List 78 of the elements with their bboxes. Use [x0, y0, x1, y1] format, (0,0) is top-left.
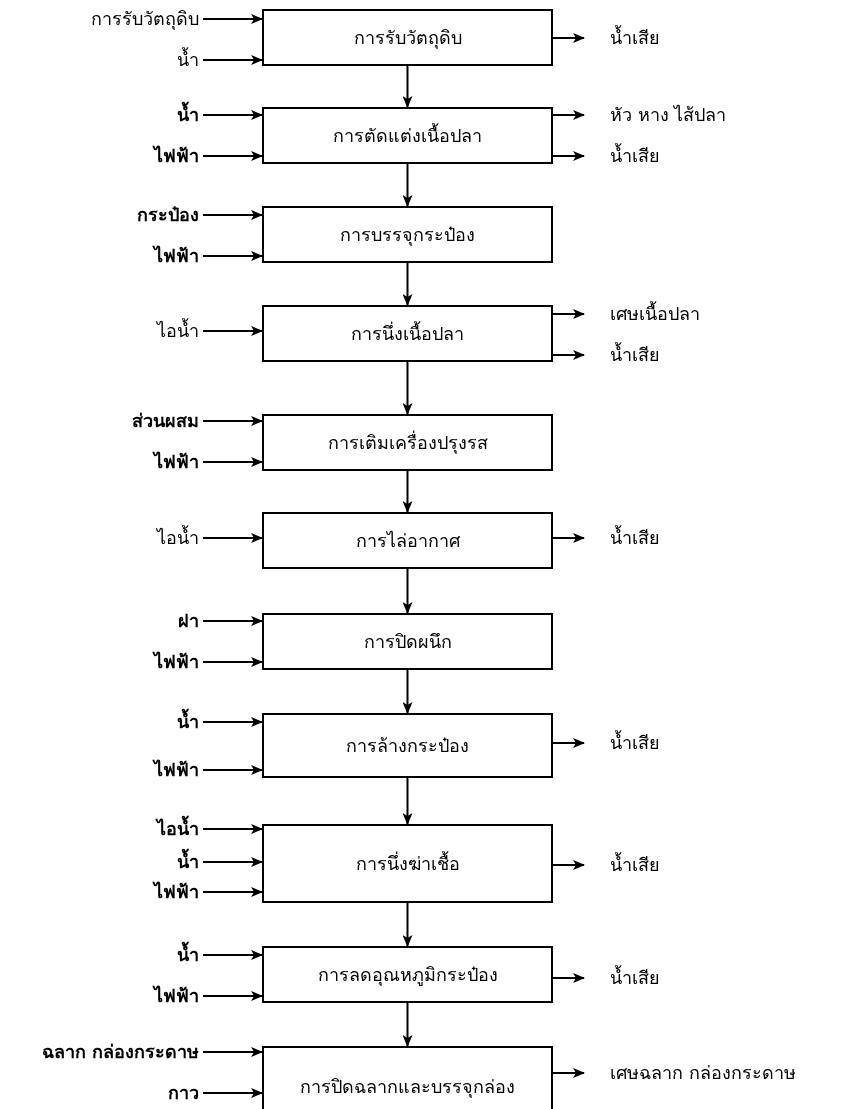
input-label: ฉลาก กล่องกระดาษ — [41, 1041, 199, 1063]
arrow — [402, 669, 413, 714]
process-box: การตัดแต่งเนื้อปลา — [262, 107, 553, 164]
arrow — [202, 1047, 263, 1057]
arrow — [402, 902, 413, 947]
output-label: น้ำเสีย — [610, 344, 660, 366]
output-label: น้ำเสีย — [610, 145, 660, 167]
arrow — [402, 163, 413, 207]
output-label: น้ำเสีย — [610, 854, 660, 876]
input-label: น้ำ — [177, 49, 199, 71]
arrow — [552, 1068, 585, 1078]
output-label: น้ำเสีย — [610, 967, 660, 989]
process-box: การรับวัตถุดิบ — [262, 9, 553, 66]
output-label: หัว หาง ไส้ปลา — [610, 104, 727, 126]
input-label: ไฟฟ้า — [154, 245, 199, 267]
process-box: การไล่อากาศ — [262, 512, 553, 569]
arrow — [202, 151, 263, 161]
arrow — [202, 857, 263, 867]
process-box: การล้างกระป๋อง — [262, 713, 553, 778]
output-label: น้ำเสีย — [610, 27, 660, 49]
arrow — [202, 616, 263, 626]
arrow — [552, 350, 585, 360]
arrow — [202, 326, 263, 336]
arrow — [202, 1088, 263, 1098]
process-box: การปิดผนึก — [262, 613, 553, 670]
arrow — [402, 262, 413, 306]
arrow — [202, 533, 263, 543]
arrow — [202, 251, 263, 261]
arrow — [402, 65, 413, 108]
input-label: ไฟฟ้า — [154, 881, 199, 903]
input-label: ไฟฟ้า — [154, 451, 199, 473]
output-label: เศษเนื้อปลา — [610, 303, 700, 325]
arrow — [202, 657, 263, 667]
arrow — [552, 533, 585, 543]
process-box: การนึ่งฆ่าเชื้อ — [262, 824, 553, 903]
arrow — [202, 210, 263, 220]
input-label: ไฟฟ้า — [154, 651, 199, 673]
arrow — [552, 151, 585, 161]
arrow — [552, 860, 585, 870]
arrow — [402, 361, 413, 415]
arrow — [202, 824, 263, 834]
arrow — [202, 110, 263, 120]
process-box: การนึ่งเนื้อปลา — [262, 305, 553, 362]
input-label: กาว — [168, 1082, 199, 1104]
output-label: เศษฉลาก กล่องกระดาษ — [610, 1062, 796, 1084]
arrow — [402, 777, 413, 825]
input-label: ส่วนผสม — [132, 410, 199, 432]
arrow — [552, 33, 585, 43]
input-label: การรับวัตถุดิบ — [91, 8, 199, 30]
arrow — [202, 14, 263, 24]
output-label: น้ำเสีย — [610, 732, 660, 754]
arrow — [202, 717, 263, 727]
process-box: การบรรจุกระป๋อง — [262, 206, 553, 263]
arrow — [202, 457, 263, 467]
input-label: ไฟฟ้า — [154, 145, 199, 167]
arrow — [202, 950, 263, 960]
arrow — [552, 973, 585, 983]
arrow — [552, 738, 585, 748]
process-box: การปิดฉลากและบรรจุกล่อง — [262, 1046, 553, 1109]
arrow — [402, 568, 413, 614]
input-label: ไฟฟ้า — [154, 759, 199, 781]
arrow — [202, 887, 263, 897]
arrow — [202, 55, 263, 65]
arrow — [402, 470, 413, 513]
arrow — [202, 991, 263, 1001]
arrow — [202, 765, 263, 775]
input-label: ฝา — [178, 610, 199, 632]
input-label: ไอน้ำ — [157, 320, 199, 342]
process-box: การเติมเครื่องปรุงรส — [262, 414, 553, 471]
output-label: น้ำเสีย — [610, 527, 660, 549]
arrow — [552, 110, 585, 120]
input-label: ไฟฟ้า — [154, 985, 199, 1007]
arrow — [402, 1002, 413, 1047]
input-label: กระป๋อง — [137, 204, 199, 226]
input-label: ไอน้ำ — [157, 527, 199, 549]
arrow — [202, 416, 263, 426]
process-box: การลดอุณหภูมิกระป๋อง — [262, 946, 553, 1003]
arrow — [552, 309, 585, 319]
